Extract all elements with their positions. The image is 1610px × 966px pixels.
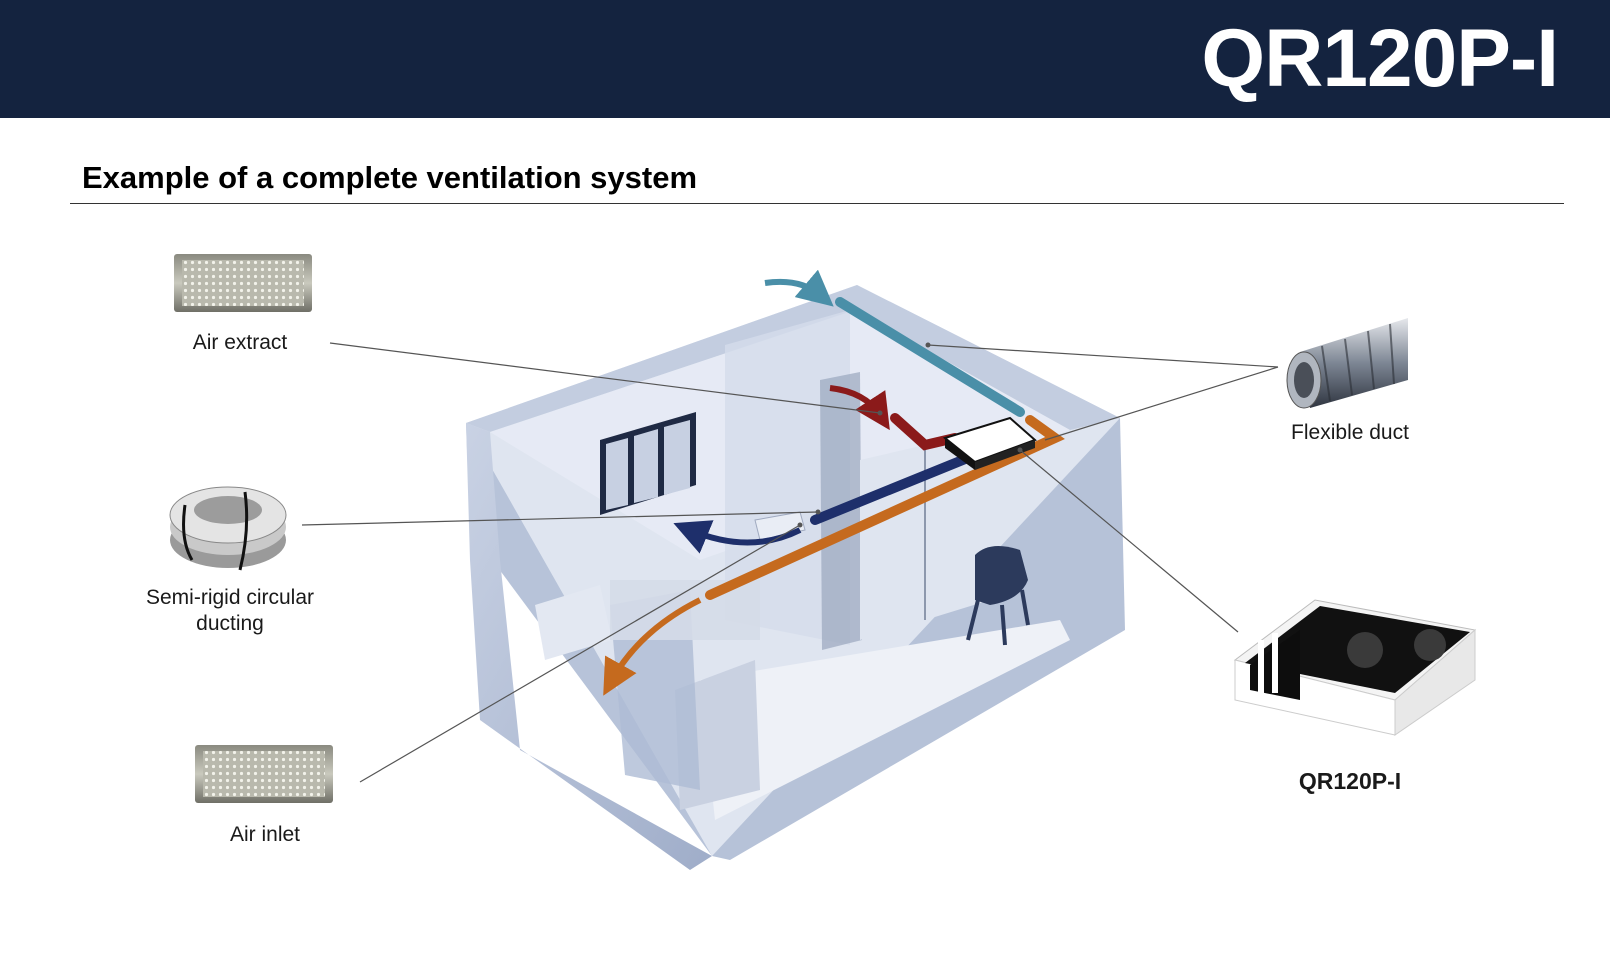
air-inlet-label: Air inlet [229, 823, 301, 846]
supply-arrow [673, 520, 802, 554]
exhaust-duct [705, 415, 1065, 600]
unit-label: QR120P-I [1298, 768, 1402, 794]
room-cutaway [466, 285, 1125, 870]
section-title: Example of a complete ventilation system [82, 160, 698, 195]
outdoor-intake-duct [835, 297, 1025, 417]
leader-dots [797, 342, 1023, 528]
header-banner: QR120P-I [0, 0, 1610, 118]
section-divider [70, 203, 1564, 204]
leader-lines [301, 342, 1279, 783]
semi-rigid-ducting-label: Semi-rigid circular ducting [120, 585, 340, 637]
intake-arrow [764, 269, 834, 307]
duct-network [603, 269, 1065, 696]
semi-rigid-ducting-coil-icon [169, 486, 287, 571]
air-extract-label: Air extract [192, 331, 288, 354]
exhaust-arrow [603, 597, 702, 696]
extract-arrow [829, 385, 890, 431]
air-inlet-grille-icon [195, 745, 333, 803]
window [600, 412, 696, 515]
flexible-duct-icon [1286, 318, 1408, 409]
chair [966, 546, 1030, 646]
product-title: QR120P-I [1201, 13, 1559, 104]
supply-duct [810, 450, 980, 525]
air-extract-grille-icon [174, 254, 312, 312]
qr120p-i-unit-icon [1233, 599, 1477, 736]
flexible-duct-label: Flexible duct [1291, 421, 1409, 444]
semi-rigid-ducting-label-line1: Semi-rigid circular [145, 586, 315, 609]
semi-rigid-ducting-label-line2: ducting [196, 612, 264, 635]
